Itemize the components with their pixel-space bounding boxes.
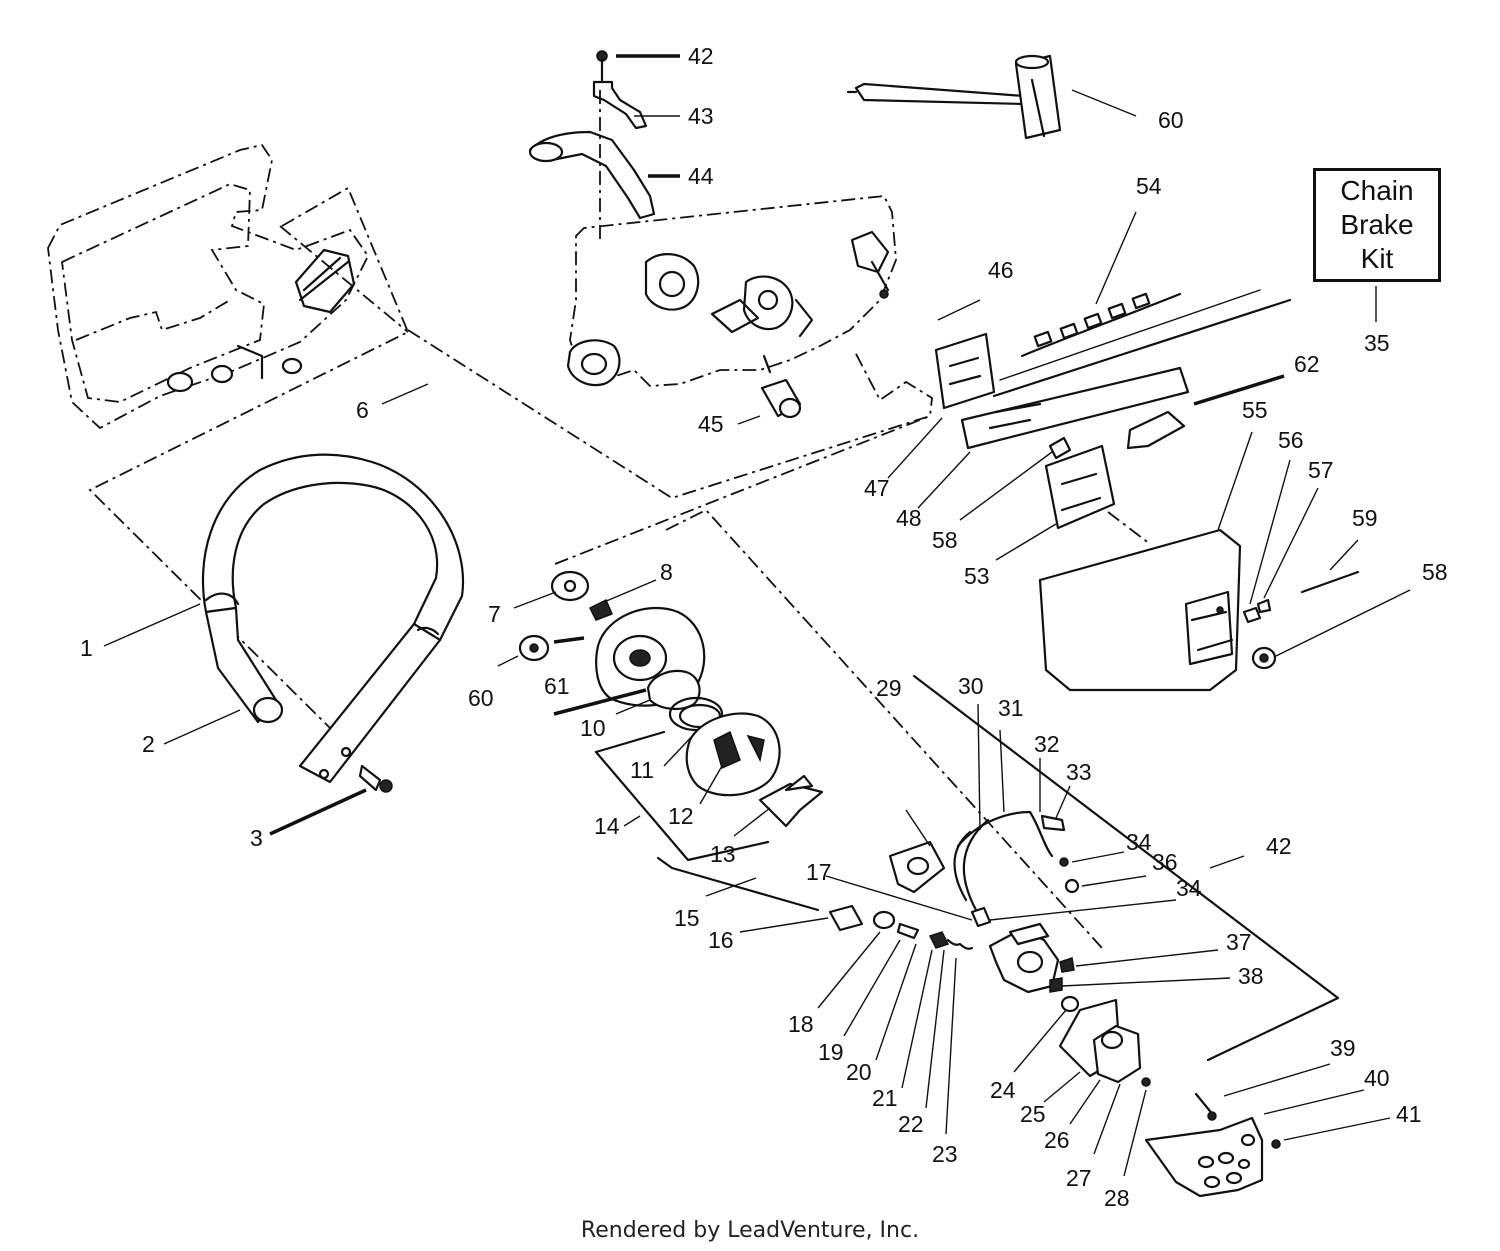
part-label-14: 14 bbox=[594, 813, 620, 839]
part-label-40: 40 bbox=[1364, 1065, 1390, 1091]
part-label-28: 28 bbox=[1104, 1185, 1130, 1211]
part-label-8: 8 bbox=[660, 559, 673, 585]
kit-part-number: 35 bbox=[1364, 330, 1390, 356]
part-label-34b: 34 bbox=[1176, 875, 1202, 901]
part-label-60: 60 bbox=[468, 685, 494, 711]
part-label-11: 11 bbox=[630, 757, 654, 783]
part-label-32: 32 bbox=[1034, 731, 1060, 757]
part-label-52: 54 bbox=[1136, 173, 1162, 199]
part-label-41: 41 bbox=[1396, 1101, 1422, 1127]
part-label-20: 20 bbox=[846, 1059, 872, 1085]
chain-brake-kit-box: Chain Brake Kit bbox=[1313, 168, 1441, 282]
part-label-2: 2 bbox=[142, 731, 155, 757]
part-label-21: 21 bbox=[872, 1085, 898, 1111]
part-label-33: 33 bbox=[1066, 759, 1092, 785]
part-label-46: 45 bbox=[698, 411, 724, 437]
kit-line-2: Brake bbox=[1340, 209, 1414, 240]
part-label-1: 1 bbox=[80, 635, 93, 661]
part-label-13: 13 bbox=[710, 841, 736, 867]
part-label-15: 15 bbox=[674, 905, 700, 931]
part-label-48: 47 bbox=[864, 475, 890, 501]
part-label-54: 56 bbox=[1278, 427, 1304, 453]
kit-line-1: Chain bbox=[1340, 175, 1414, 206]
part-label-31: 31 bbox=[998, 695, 1024, 721]
part-label-17: 17 bbox=[806, 859, 832, 885]
part-label-49: 48 bbox=[896, 505, 922, 531]
oil-filter-46 bbox=[760, 354, 802, 419]
kit-line-3: Kit bbox=[1360, 243, 1394, 274]
part-label-51: 53 bbox=[964, 563, 990, 589]
part-label-22: 22 bbox=[898, 1111, 924, 1137]
part-label-26: 26 bbox=[1044, 1127, 1070, 1153]
part-label-58: 58 bbox=[1422, 559, 1448, 585]
part-label-44: 43 bbox=[688, 103, 714, 129]
part-label-25: 25 bbox=[1020, 1101, 1046, 1127]
part-label-38: 38 bbox=[1238, 963, 1264, 989]
part-label-6: 6 bbox=[356, 397, 369, 423]
assembly-guide-lines bbox=[88, 186, 1151, 949]
oil-pump-drawing bbox=[656, 674, 1340, 1198]
part-label-55: 57 bbox=[1308, 457, 1334, 483]
part-label-3: 3 bbox=[250, 825, 263, 851]
part-label-39: 39 bbox=[1330, 1035, 1356, 1061]
linkage-drawing bbox=[528, 50, 656, 240]
part-labels: 42 43 44 60 54 46 62 55 56 57 59 58 6 45… bbox=[80, 43, 1448, 1211]
part-label-45: 44 bbox=[688, 163, 714, 189]
part-label-19: 19 bbox=[818, 1039, 844, 1065]
part-label-30: 30 bbox=[958, 673, 984, 699]
side-cover-drawing bbox=[47, 143, 370, 430]
part-label-23: 23 bbox=[932, 1141, 958, 1167]
brake-cover-53 bbox=[1038, 528, 1360, 692]
part-label-12: 12 bbox=[668, 803, 694, 829]
part-label-43: 42 bbox=[688, 43, 714, 69]
part-label-29: 29 bbox=[876, 675, 902, 701]
clutch-bracket-14 bbox=[594, 730, 770, 862]
part-label-10: 10 bbox=[580, 715, 606, 741]
part-label-7: 7 bbox=[488, 601, 501, 627]
part-label-27: 27 bbox=[1066, 1165, 1092, 1191]
part-label-59: 60 bbox=[1158, 107, 1184, 133]
part-label-47: 46 bbox=[988, 257, 1014, 283]
crankcase-drawing bbox=[566, 195, 897, 387]
scrench-59 bbox=[846, 54, 1062, 140]
part-label-61: 61 bbox=[544, 673, 570, 699]
part-label-57: 59 bbox=[1352, 505, 1378, 531]
part-label-24: 24 bbox=[990, 1077, 1016, 1103]
front-handle-drawing bbox=[201, 453, 465, 793]
part-label-56: 58 bbox=[932, 527, 958, 553]
part-label-16: 16 bbox=[708, 927, 734, 953]
footer-credit: Rendered by LeadVenture, Inc. bbox=[580, 1218, 920, 1243]
clutch-drawing bbox=[518, 570, 824, 828]
part-label-18: 18 bbox=[788, 1011, 814, 1037]
bar-plate-drawing bbox=[934, 289, 1292, 530]
leader-lines bbox=[103, 54, 1411, 1177]
part-label-36: 36 bbox=[1152, 849, 1178, 875]
saw-chain-52 bbox=[1020, 292, 1182, 358]
part-label-37: 37 bbox=[1226, 929, 1252, 955]
part-label-34a: 34 bbox=[1126, 829, 1152, 855]
part-label-42: 42 bbox=[1266, 833, 1292, 859]
part-label-53: 55 bbox=[1242, 397, 1268, 423]
part-label-62: 62 bbox=[1294, 351, 1320, 377]
